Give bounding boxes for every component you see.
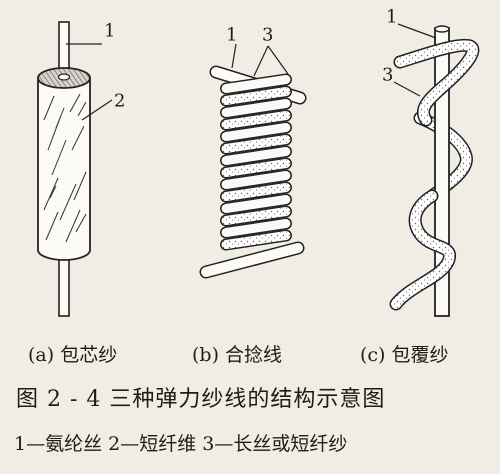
figure-legend: 1—氨纶丝 2—短纤维 3—长丝或短纤纱 [14,433,348,455]
coil-turn-fill [221,171,291,189]
coil-turn-fill [221,195,291,213]
label-a-2: 2 [114,90,125,111]
label-b-3: 3 [262,24,273,45]
caption-plied-yarn: (b) 合捻线 [192,344,283,366]
caption-covered-yarn: (c) 包覆纱 [360,344,449,366]
wrapping-yarn [389,38,480,311]
coil-turn-fill [221,135,291,153]
coil-turn-fill [221,207,291,225]
label-c-3: 3 [382,64,393,85]
coil-turn-fill [221,147,291,165]
plied-yarn-drawing [199,43,307,279]
coil-turn-fill [221,75,291,93]
fiber-sheath [37,78,91,261]
core-spun-yarn-drawing [37,21,113,317]
coil-turn-fill [221,99,291,117]
covered-yarn-drawing [389,23,480,317]
filament-coil [220,73,292,251]
caption-core-spun-yarn: (a) 包芯纱 [28,344,118,366]
label-b-1: 1 [226,24,237,45]
coil-turn-fill [221,87,291,105]
figure-title: 图 2 - 4 三种弹力纱线的结构示意图 [16,387,386,412]
coil-turn-fill [221,123,291,141]
label-c-1: 1 [386,6,397,27]
coil-turn-fill [221,111,291,129]
label-a-1: 1 [104,20,115,41]
coil-turn-fill [221,219,291,237]
short-fibers [43,93,87,243]
coil-turn-fill [221,159,291,177]
coil-turn-fill [221,231,291,249]
coil-turn-fill [221,183,291,201]
